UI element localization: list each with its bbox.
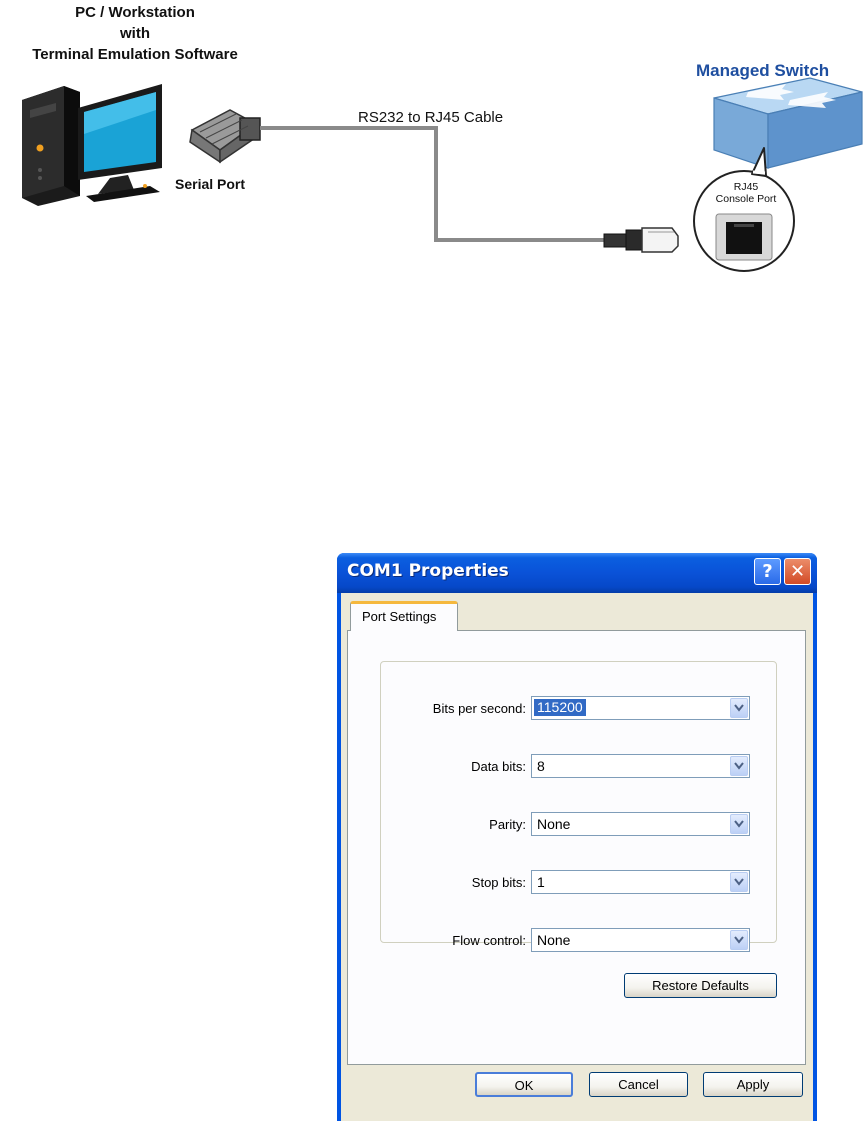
data-bits-select[interactable]: 8	[531, 754, 750, 778]
com1-properties-dialog: COM1 Properties ? ✕ Port Settings Bits p…	[337, 553, 817, 1121]
dialog-client-area: Port Settings Bits per second: 115200 Da…	[341, 593, 813, 1121]
bits-per-second-label: Bits per second:	[432, 701, 526, 716]
flow-control-select[interactable]: None	[531, 928, 750, 952]
connection-diagram	[22, 77, 863, 272]
rj45-plug-icon	[603, 227, 679, 253]
pc-workstation-title: PC / Workstation with Terminal Emulation…	[0, 2, 270, 65]
stop-bits-value: 1	[537, 874, 545, 890]
cable-label: RS232 to RJ45 Cable	[358, 109, 504, 126]
flow-control-label: Flow control:	[452, 933, 526, 948]
tab-port-settings[interactable]: Port Settings	[350, 601, 458, 631]
dialog-titlebar[interactable]: COM1 Properties ? ✕	[337, 553, 817, 593]
pc-title-line-2: with	[120, 25, 150, 42]
apply-button[interactable]: Apply	[703, 1072, 803, 1097]
bits-per-second-select[interactable]: 115200	[531, 696, 750, 720]
dialog-title: COM1 Properties	[347, 561, 509, 581]
ok-button[interactable]: OK	[475, 1072, 573, 1097]
parity-label: Parity:	[489, 817, 526, 832]
stop-bits-select[interactable]: 1	[531, 870, 750, 894]
chevron-down-icon[interactable]	[730, 698, 748, 718]
port-settings-panel: Bits per second: 115200 Data bits: 8 Par…	[347, 630, 806, 1065]
console-port-label-line-1: RJ45	[733, 181, 759, 193]
bits-per-second-value: 115200	[534, 699, 586, 716]
chevron-down-icon[interactable]	[730, 756, 748, 776]
settings-group: Bits per second: 115200 Data bits: 8 Par…	[380, 661, 777, 952]
parity-select[interactable]: None	[531, 812, 750, 836]
console-port-label: RJ45 Console Port	[700, 181, 792, 205]
console-port-callout	[693, 147, 795, 272]
rj45-port-icon	[715, 213, 773, 261]
data-bits-value: 8	[537, 758, 545, 774]
data-bits-label: Data bits:	[471, 759, 526, 774]
help-button[interactable]: ?	[754, 558, 781, 585]
tab-port-settings-label: Port Settings	[362, 609, 437, 624]
help-icon: ?	[762, 561, 773, 582]
console-port-label-line-2: Console Port	[715, 193, 777, 205]
managed-switch-title: Managed Switch	[696, 61, 830, 80]
pc-title-line-1: PC / Workstation	[75, 4, 195, 21]
close-icon: ✕	[789, 561, 806, 582]
close-button[interactable]: ✕	[784, 558, 811, 585]
parity-value: None	[537, 816, 571, 832]
stop-bits-label: Stop bits:	[471, 875, 526, 890]
chevron-down-icon[interactable]	[730, 872, 748, 892]
desktop-pc-icon	[22, 84, 162, 206]
chevron-down-icon[interactable]	[730, 930, 748, 950]
pc-title-line-3: Terminal Emulation Software	[32, 46, 238, 63]
restore-defaults-button[interactable]: Restore Defaults	[624, 973, 777, 998]
cancel-button[interactable]: Cancel	[589, 1072, 688, 1097]
flow-control-value: None	[537, 932, 571, 948]
chevron-down-icon[interactable]	[730, 814, 748, 834]
db9-connector-icon	[189, 109, 261, 164]
network-switch-icon	[713, 77, 863, 169]
serial-port-label: Serial Port	[175, 176, 246, 192]
rs232-rj45-cable	[260, 126, 604, 242]
